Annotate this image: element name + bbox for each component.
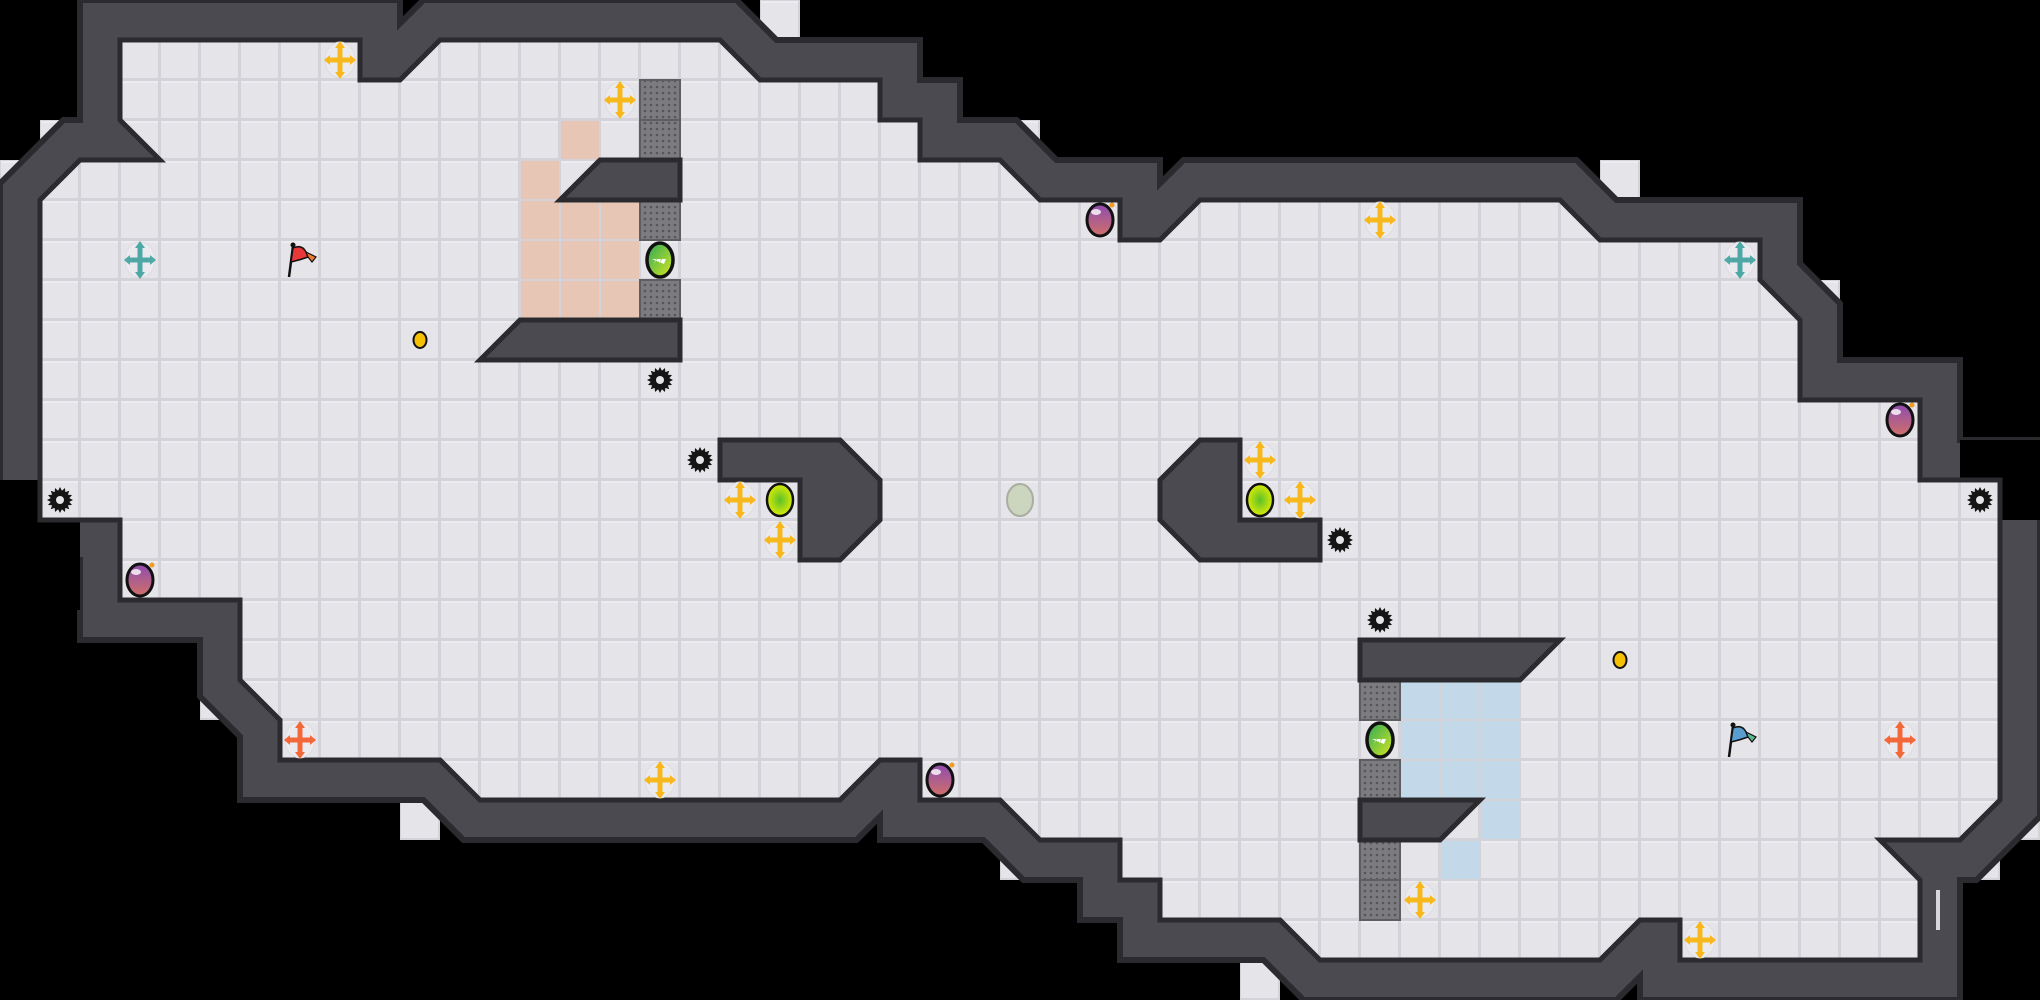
blue-zone-cell	[1401, 761, 1439, 799]
blue-zone-cell	[1401, 721, 1439, 759]
void	[0, 520, 80, 610]
blue-zone-cell	[1401, 681, 1439, 719]
coin-icon	[412, 331, 428, 349]
peach-zone-cell	[561, 241, 599, 279]
four-way-arrow-icon	[324, 41, 356, 79]
wall-marker	[1936, 890, 1940, 930]
four-way-arrow-icon	[1364, 201, 1396, 239]
grate-tile-icon	[639, 119, 681, 161]
inner-wall-block	[473, 317, 683, 363]
grate-tile-icon	[639, 279, 681, 321]
four-way-arrow-icon	[124, 241, 156, 279]
spike-gear-icon	[1967, 487, 1993, 513]
grate-tile-icon	[1359, 879, 1401, 921]
green-ball-icon	[765, 482, 795, 518]
inner-walls	[473, 157, 1567, 843]
void	[0, 480, 40, 520]
four-way-arrow-icon	[644, 761, 676, 799]
peach-zone-cell	[521, 161, 559, 199]
blue-zone-cell	[1481, 761, 1519, 799]
coin-icon	[1612, 651, 1628, 669]
four-way-arrow-icon	[1724, 241, 1756, 279]
four-way-arrow-icon	[764, 521, 796, 559]
peach-zone-cell	[561, 201, 599, 239]
green-ball-icon	[1245, 482, 1275, 518]
blue-zone-cell	[1441, 721, 1479, 759]
peach-zone-cell	[601, 201, 639, 239]
four-way-arrow-icon	[1244, 441, 1276, 479]
grate-tile-icon	[639, 79, 681, 121]
spike-gear-icon	[687, 447, 713, 473]
grate-tile-icon	[1359, 679, 1401, 721]
peach-zone-cell	[521, 241, 559, 279]
switch-button-icon	[645, 241, 675, 279]
peach-zone-cell	[561, 121, 599, 159]
four-way-arrow-icon	[1404, 881, 1436, 919]
peach-zone-cell	[521, 281, 559, 319]
four-way-arrow-icon	[604, 81, 636, 119]
map-items	[47, 41, 1993, 959]
spike-gear-icon	[1327, 527, 1353, 553]
grate-tile-icon	[639, 199, 681, 241]
switch-button-icon	[1365, 721, 1395, 759]
bomb-icon	[925, 762, 955, 798]
blue-zone-cell	[1481, 801, 1519, 839]
spike-gear-icon	[647, 367, 673, 393]
bomb-icon	[1885, 402, 1915, 438]
ghost-ball-icon	[1006, 483, 1034, 517]
blue-zone-cell	[1481, 721, 1519, 759]
blue-zone-cell	[1481, 681, 1519, 719]
inner-wall-block	[553, 157, 683, 203]
flag-icon	[1727, 722, 1757, 758]
peach-zone-cell	[601, 281, 639, 319]
flag-icon	[287, 242, 317, 278]
four-way-arrow-icon	[724, 481, 756, 519]
four-way-arrow-icon	[1684, 921, 1716, 959]
colored-zones	[521, 79, 1519, 921]
four-way-arrow-icon	[284, 721, 316, 759]
grate-tile-icon	[1359, 839, 1401, 881]
inner-wall-block	[1357, 637, 1567, 683]
four-way-arrow-icon	[1284, 481, 1316, 519]
spike-gear-icon	[1367, 607, 1393, 633]
blue-zone-cell	[1441, 841, 1479, 879]
bomb-icon	[125, 562, 155, 598]
blue-zone-cell	[1441, 761, 1479, 799]
peach-zone-cell	[601, 241, 639, 279]
grate-tile-icon	[1359, 759, 1401, 801]
inner-wall-block	[1357, 797, 1487, 843]
blue-zone-cell	[1441, 681, 1479, 719]
inner-wall-block	[1157, 437, 1323, 563]
spike-gear-icon	[47, 487, 73, 513]
bomb-icon	[1085, 202, 1115, 238]
inner-wall-block	[717, 437, 883, 563]
peach-zone-cell	[561, 281, 599, 319]
peach-zone-cell	[521, 201, 559, 239]
four-way-arrow-icon	[1884, 721, 1916, 759]
